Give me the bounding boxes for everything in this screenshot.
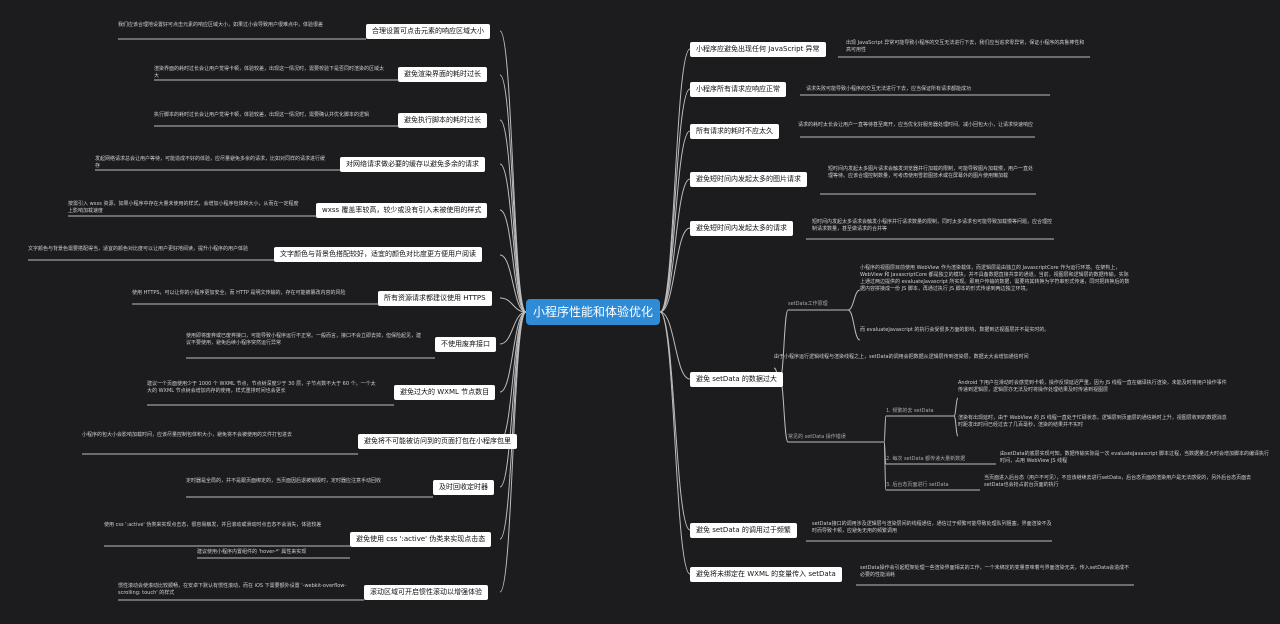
left-node-tap-area[interactable]: 合理设置可点击元素的响应区域大小 — [366, 24, 490, 39]
note-tap-area: 我们应该合理地设置好可点击元素的响应区域大小，如果过小会导致用户很难点中，体验很… — [118, 22, 324, 28]
note-request-time: 请求的耗时太长会让用户一直等待甚至离开，应当优化好服务器处理时间、减小回包大小，… — [798, 122, 1034, 128]
right-node-js-error[interactable]: 小程序应避免出现任何 JavaScript 异常 — [690, 42, 826, 57]
right-node-setdata-unbound[interactable]: 避免将未绑定在 WXML 的变量传入 setData — [690, 567, 842, 582]
right-node-setdata-freq[interactable]: 避免 setData 的调用过于频繁 — [690, 523, 797, 538]
branch-right-2 — [659, 130, 691, 313]
branch-principle-note2 — [847, 309, 861, 341]
note-setdata-principle-1: 小程序的视图层目前使用 WebView 作为渲染载体，而逻辑层是由独立的 Jav… — [860, 265, 1130, 292]
note-setdata-unbound: setData操作会引起框架处理一些渲染界面相关的工作，一个未绑定的变量意味着与… — [860, 565, 1130, 578]
branch-left-4 — [499, 209, 527, 313]
note-active-1: 使用 css ':active' 伪类来实现点击态，很容易触发，并且滚动或滑动时… — [104, 522, 322, 528]
mistake-2-label: 2. 每次 setData 都传递大量新数据 — [886, 456, 966, 462]
left-node-wxml-nodes[interactable]: 避免过大的 WXML 节点数目 — [394, 385, 496, 400]
note-color: 文字颜色与背景色需要搭配得当，适宜的颜色对比度可以让用户更好地阅读，提升小程序的… — [28, 246, 249, 252]
branch-principle-note1 — [847, 289, 861, 311]
note-active-2: 建议使用小程序内置组件的 'hover-*' 属性来实现 — [197, 549, 307, 555]
branch-right-4 — [659, 227, 691, 313]
right-node-request-time[interactable]: 所有请求的耗时不应太久 — [690, 124, 779, 139]
branch-left-12 — [499, 311, 527, 593]
branch-left-1 — [499, 74, 527, 313]
branch-left-8 — [499, 311, 527, 393]
left-node-color[interactable]: 文字颜色与背景色搭配较好，适宜的颜色对比度更方便用户阅读 — [274, 247, 482, 262]
branch-setdata-principle — [779, 309, 789, 380]
branch-left-11 — [499, 311, 527, 540]
left-node-deprecated[interactable]: 不使用废弃接口 — [435, 337, 496, 352]
note-setdata-freq: setData接口的调用涉及逻辑层与渲染层间的线程通信，通信过于频繁可能导致处理… — [812, 521, 1052, 534]
left-node-script-time[interactable]: 避免执行脚本的耗时过长 — [398, 113, 487, 128]
note-package: 小程序的包大小会影响加载时间，应该尽量控制包体积大小，避免将不会被使用的文件打包… — [82, 432, 293, 438]
right-node-request-ok[interactable]: 小程序所有请求应响应正常 — [690, 82, 786, 97]
note-mistake-3: 当页面进入后台态（用户不可见），不应该继续去进行setData，后台态页面的渲染… — [984, 475, 1252, 488]
note-script-time: 执行脚本的耗时过长会让用户觉得卡顿，体验较差，出现这一情况时，需要确认并优化脚本… — [154, 112, 370, 118]
branch-right-3 — [659, 178, 691, 313]
note-scroll: 惯性滚动会使滚动比较顺畅，在安卓下默认有惯性滚动，而在 iOS 下需要额外设置 … — [118, 583, 347, 596]
note-https: 使用 HTTPS，可以让你的小程序更加安全，而 HTTP 是明文传输的，存在可能… — [132, 290, 346, 296]
left-node-active[interactable]: 避免使用 css ':active' 伪类来实现点击态 — [350, 532, 492, 547]
note-mistake-1a: Android 下用户在滑动时会感觉到卡顿，操作反馈延迟严重，因为 JS 线程一… — [958, 380, 1227, 393]
setdata-mistakes-label: 常见的 setData 操作错误 — [788, 434, 846, 440]
note-setdata-summary: 由于小程序运行逻辑线程与渲染线程之上，setData的调用会把数据从逻辑层传到渲… — [774, 354, 1029, 360]
left-node-scroll[interactable]: 滚动区域可开启惯性滚动以增强体验 — [364, 585, 488, 600]
left-node-timer[interactable]: 及时回收定时器 — [433, 480, 494, 495]
branch-right-6 — [659, 311, 691, 531]
note-many-requests: 短时间内发起太多请求会触发小程序并行请求数量的限制，同时太多请求也可能导致加载慢… — [812, 219, 1053, 232]
left-node-https[interactable]: 所有资源请求都建议使用 HTTPS — [378, 291, 492, 306]
branch-left-0 — [499, 30, 527, 313]
branch-right-1 — [659, 88, 691, 313]
branch-right-7 — [659, 311, 691, 575]
branch-right-0 — [659, 48, 691, 313]
left-node-package[interactable]: 避免将不可能被访问到的页面打包在小程序包里 — [358, 434, 517, 449]
branch-setdata-mistakes — [779, 378, 789, 443]
branch-right-5 — [659, 311, 691, 380]
branch-mistake-1b — [953, 415, 959, 437]
mistake-3-label: 3. 后台态页面进行 setData — [886, 482, 949, 488]
note-setdata-principle-2: 而 evaluateJavascript 的执行会受很多方面的影响，数据到达视图… — [860, 327, 1050, 333]
central-topic[interactable]: 小程序性能和体验优化 — [526, 299, 660, 325]
note-image-requests: 短时间内发起太多图片请求会触发浏览器并行加载的限制，可能导致图片加载慢，用户一直… — [828, 166, 1034, 179]
branch-left-10 — [499, 311, 527, 488]
note-wxml-nodes: 建议一个页面使用少于 1000 个 WXML 节点，节点树深度少于 30 层，子… — [147, 381, 376, 394]
branch-left-2 — [499, 119, 527, 313]
note-mistake-2: 由setData的底层实现可知，数据传输实际是一次 evaluateJavasc… — [1000, 451, 1270, 464]
branch-left-5 — [499, 254, 527, 313]
note-wxss: 按需引入 wxss 资源，如果小程序中存在大量未使用的样式，会增加小程序包体积大… — [68, 201, 299, 214]
note-mistake-1b: 渲染有出现延时，由于 WebView 的 JS 线程一直处于忙碌状态，逻辑层到页… — [958, 415, 1227, 428]
branch-mistake-1a — [953, 397, 959, 417]
branch-mistake-1 — [883, 415, 887, 443]
left-node-render-time[interactable]: 避免渲染界面的耗时过长 — [398, 67, 487, 82]
mistake-1-label: 1. 频繁的去 setData — [886, 408, 934, 414]
right-node-many-requests[interactable]: 避免短时间内发起太多的请求 — [690, 221, 793, 236]
left-node-wxss[interactable]: wxss 覆盖率较高，较少或没有引入未被使用的样式 — [316, 203, 488, 218]
branch-left-6 — [499, 297, 527, 313]
note-render-time: 渲染界面的耗时过长会让用户觉得卡顿，体验较差，出现这一情况时，需要校验下是否同时… — [154, 66, 385, 79]
right-node-image-requests[interactable]: 避免短时间内发起太多的图片请求 — [690, 172, 807, 187]
note-request-ok: 请求失败可能导致小程序的交互无法进行下去，应当保证所有请求都能成功 — [806, 86, 972, 92]
note-deprecated: 使用即将废弃或已废弃接口，可能导致小程序运行不正常。一般而言，接口不会立即去掉，… — [186, 333, 422, 346]
right-node-setdata-large[interactable]: 避免 setData 的数据过大 — [690, 372, 783, 387]
note-cache: 发起网络请求总会让用户等待，可能造成不好的体验，应尽量避免多余的请求，比如对同样… — [95, 156, 326, 169]
note-js-error: 出现 JavaScript 异常可能导致小程序的交互无法进行下去，我们应当追求零… — [846, 40, 1085, 53]
note-timer: 定时器是全局的，并不是跟页面绑定的，当页面因后退被销毁时，定时器应注意手动回收 — [186, 478, 382, 484]
branch-left-3 — [499, 163, 527, 313]
left-node-cache[interactable]: 对网络请求做必要的缓存以避免多余的请求 — [340, 157, 485, 172]
setdata-principle-label: setData工作原理 — [788, 301, 828, 307]
branch-mistake-3 — [883, 441, 887, 491]
